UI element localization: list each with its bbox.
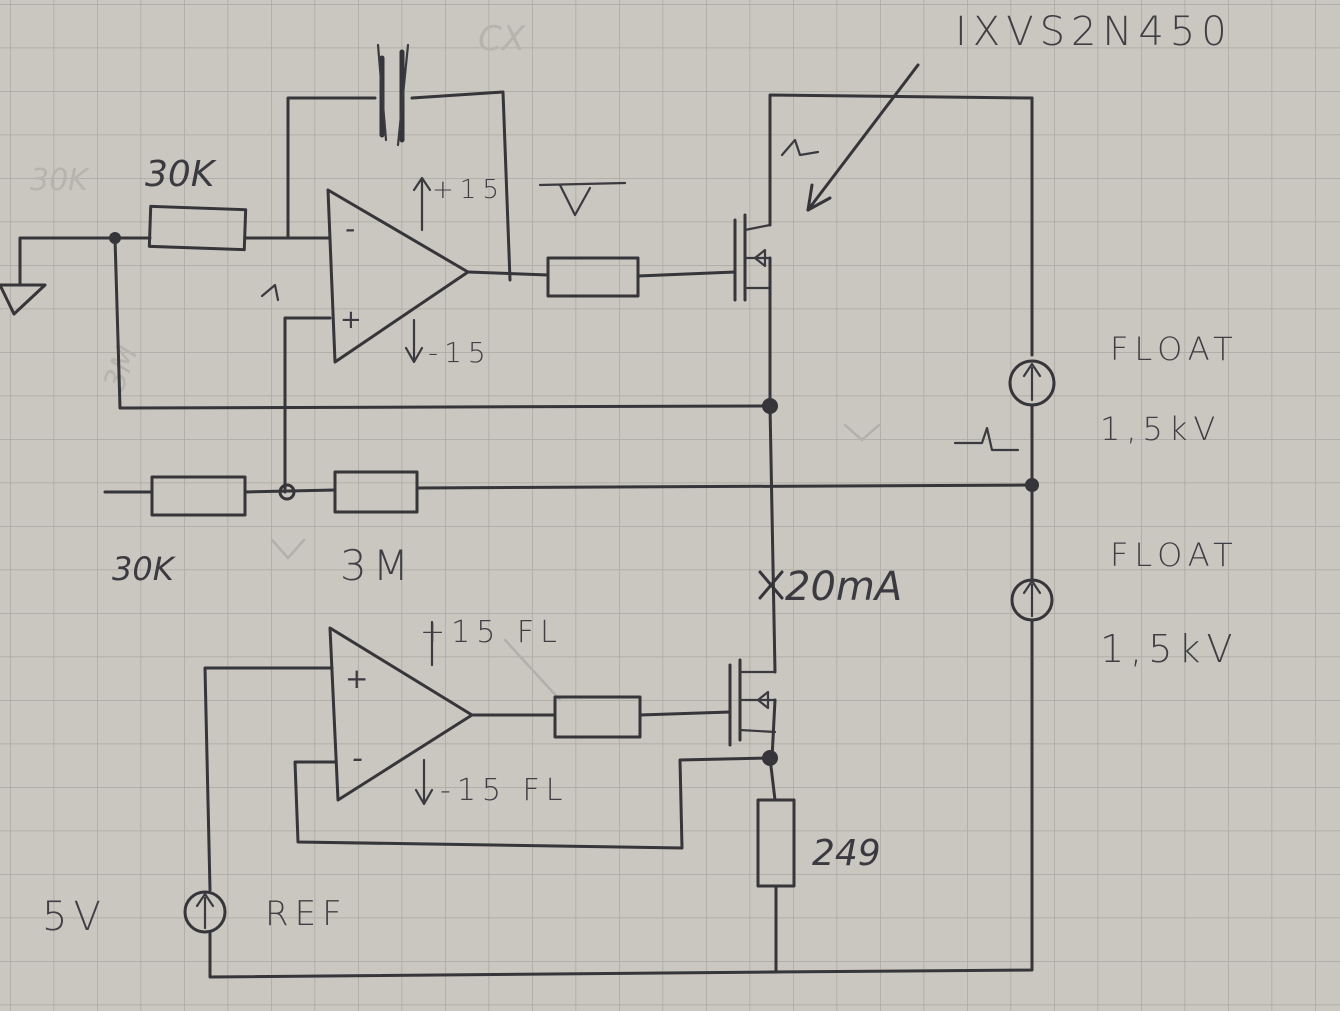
ghost-arrow-mid <box>843 423 881 442</box>
label-part-number: IXVS2N450 <box>955 9 1233 55</box>
opamp-bottom-minus: - <box>352 741 363 776</box>
wire-ref-return <box>208 930 778 979</box>
wire-gate-top <box>636 270 737 278</box>
label-ref: REF <box>265 894 348 934</box>
label-bottom-float: FLOAT <box>1110 536 1239 574</box>
label-bottom-float-voltage: 1,5kV <box>1100 627 1238 671</box>
resistor-gate-bottom <box>553 695 642 739</box>
label-bottom-pos-supply: +15 FL <box>420 615 563 650</box>
resistor-30k-input <box>147 204 248 252</box>
wire-to-sense <box>768 756 777 802</box>
current-marker-x <box>758 570 784 600</box>
label-top-float: FLOAT <box>1110 330 1239 368</box>
label-ref-voltage: 5V <box>42 894 107 940</box>
opamp-bottom <box>328 620 474 806</box>
label-current: 20mA <box>785 564 902 610</box>
ghost-mark-top-center: CX <box>478 19 526 59</box>
opamp-top-minus: - <box>345 212 355 245</box>
pulse-mark-drain <box>780 138 820 157</box>
wire-plus-divider <box>283 316 332 494</box>
ground-symbol <box>0 236 117 316</box>
wire-divider-right <box>415 483 1034 490</box>
label-3m-divider: 3M <box>340 541 415 590</box>
opamp-top <box>326 176 470 364</box>
label-top-pos-supply: +15 <box>432 175 505 205</box>
mosfet-top <box>733 93 1034 408</box>
wire-right-rail-bottom <box>768 618 1034 974</box>
resistor-30k-divider <box>150 475 247 517</box>
ref-source <box>183 890 227 934</box>
wire-feedback-bottom <box>113 236 772 410</box>
opamp-top-plus: + <box>340 305 362 335</box>
wire-divider-mid <box>243 488 337 494</box>
part-pointer-arrow <box>806 63 920 212</box>
mosfet-bottom <box>728 658 777 760</box>
label-top-neg-supply: -15 <box>428 336 492 369</box>
ghost-mark-top-left: 30K <box>30 163 90 198</box>
wire-top-out <box>466 270 550 277</box>
pulse-mark-top <box>538 181 627 217</box>
label-30k-input: 30K <box>145 154 217 195</box>
wire-gate-bottom <box>638 710 732 717</box>
label-30k-divider: 30K <box>112 550 177 588</box>
wire-minus-feedback <box>293 756 772 850</box>
capacitor-feedback <box>286 43 512 282</box>
small-pulse-mark <box>260 283 280 302</box>
ghost-triangle <box>270 538 306 560</box>
label-sense-resistor: 249 <box>812 833 881 874</box>
ghost-stroke <box>503 638 562 702</box>
label-top-float-voltage: 1,5kV <box>1100 410 1221 448</box>
junction-divider <box>278 483 296 501</box>
pulse-mark-right <box>953 426 1020 452</box>
resistor-3m-divider <box>333 470 419 514</box>
wire-center-vertical <box>768 404 777 674</box>
wire-plus-ref <box>203 666 334 892</box>
label-bottom-neg-supply: -15 FL <box>440 773 569 808</box>
opamp-bottom-plus: + <box>345 662 368 695</box>
